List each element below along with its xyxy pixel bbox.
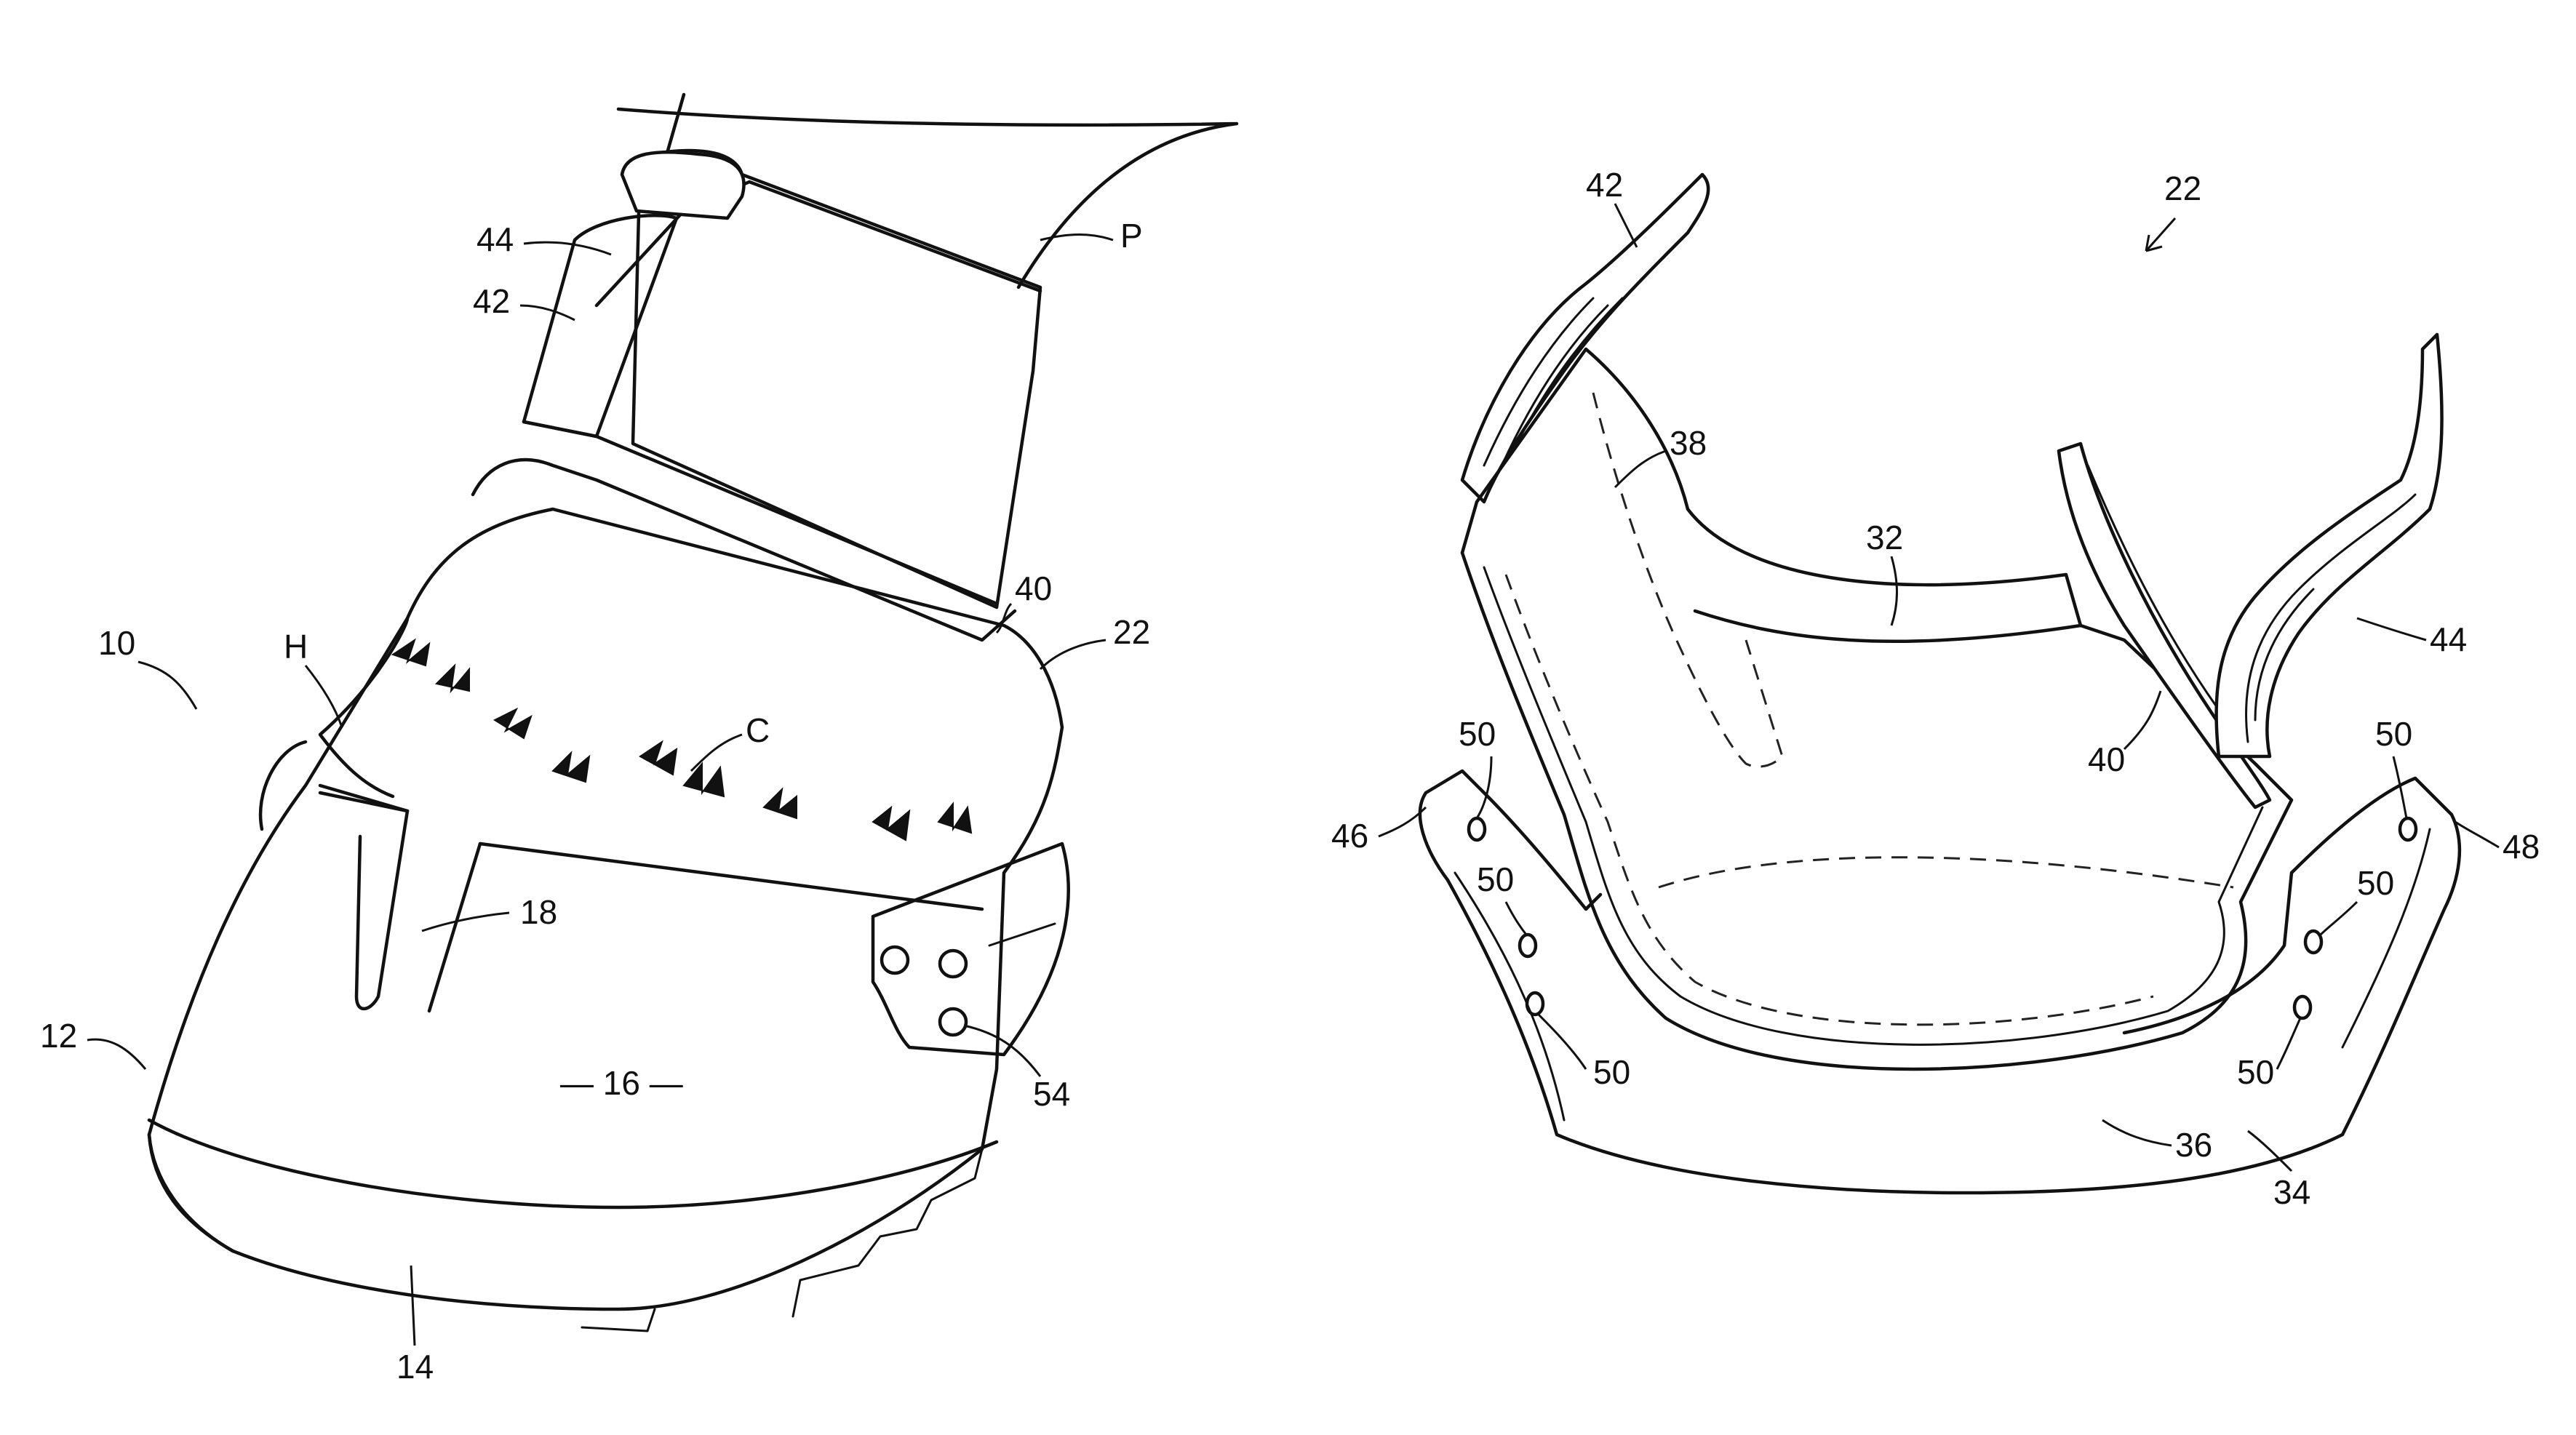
leader-coronet: [691, 735, 742, 771]
base-plate: [1420, 778, 2460, 1193]
leader-rim: [2102, 1120, 2172, 1146]
label-hole-d: 50: [2375, 715, 2412, 753]
label-inner-panel: 32: [1866, 519, 1903, 556]
hook-pad: [524, 215, 677, 436]
leader-right-wing: [2455, 822, 2499, 847]
sole-stitch: [1659, 858, 2233, 887]
label-hoof: H: [284, 628, 308, 665]
leader-hole-b: [1506, 902, 1526, 935]
label-hole-a: 50: [1459, 715, 1496, 753]
leader-sole: [411, 1266, 415, 1346]
leader-strap-loop-right: [1615, 204, 1637, 247]
leader-front: [87, 1039, 145, 1069]
leader-strap-right: [2357, 618, 2426, 640]
label-coronet: C: [746, 711, 770, 749]
label-assembly: 10: [98, 624, 135, 662]
label-gaiter-right: 22: [2164, 169, 2201, 207]
label-strap-right: 44: [2430, 620, 2467, 658]
rivet: [882, 947, 908, 973]
leader-strap-loop: [520, 305, 575, 320]
strap-right: [2217, 335, 2442, 756]
label-hole-f: 50: [2237, 1053, 2274, 1091]
sole-tread: [582, 1149, 982, 1331]
strap-loop-top: [622, 152, 744, 218]
label-left-wing: 46: [1331, 817, 1368, 855]
hole: [1520, 935, 1536, 956]
leader-hole-f: [2277, 1018, 2300, 1069]
side-plate-slot: [989, 924, 1055, 946]
hole: [2294, 996, 2310, 1018]
gaiter-exploded-figure: [1420, 175, 2460, 1193]
leader-collar-right: [2124, 691, 2161, 749]
label-base: 34: [2273, 1173, 2310, 1211]
leader-gaiter: [1040, 640, 1106, 669]
hole: [1469, 818, 1485, 840]
label-front-flap: 38: [1670, 424, 1707, 462]
front-slot: [320, 786, 480, 1011]
left-labels: 10 12 14 — 16 — 18 22 40 42 44 54 H C P: [40, 217, 1150, 1386]
label-hole-b: 50: [1477, 860, 1514, 898]
boot-assembly-figure: [149, 95, 1237, 1331]
strap-body: [633, 151, 1040, 607]
hole: [2400, 818, 2416, 840]
leader-hole-c: [1539, 1015, 1586, 1069]
label-collar-right: 40: [2088, 740, 2125, 778]
label-strap-loop: 42: [473, 282, 510, 320]
label-rim: 36: [2175, 1126, 2212, 1164]
label-hole-e: 50: [2357, 864, 2394, 902]
label-gaiter: 22: [1113, 613, 1150, 651]
hole: [1527, 993, 1543, 1015]
label-slot: 18: [520, 893, 557, 931]
shell-top-band: [320, 793, 982, 909]
hole: [2305, 931, 2321, 953]
rivet: [940, 1009, 966, 1035]
leader-hole-e: [2321, 902, 2357, 935]
gaiter-stitch-outer: [1506, 575, 2153, 1025]
label-body: — 16 —: [560, 1064, 683, 1102]
leader-front-flap: [1615, 451, 1666, 487]
front-flap: [1462, 349, 2081, 641]
label-fastener: 54: [1033, 1075, 1070, 1113]
label-strap: 44: [476, 220, 514, 258]
attachment-holes: [1469, 818, 2416, 1018]
label-right-wing: 48: [2503, 828, 2540, 866]
leader-slot: [422, 913, 509, 931]
coronet-hair: [393, 640, 971, 840]
label-hole-c: 50: [1593, 1053, 1630, 1091]
leader-inner-panel: [1891, 556, 1897, 625]
sole: [149, 1120, 997, 1251]
label-collar: 40: [1015, 569, 1052, 607]
label-strap-loop-right: 42: [1586, 166, 1623, 204]
rivet: [940, 951, 966, 977]
label-front: 12: [40, 1017, 77, 1055]
leader-strap: [524, 242, 611, 255]
label-pastern: P: [1120, 217, 1143, 255]
leader-assembly: [138, 662, 196, 709]
label-sole: 14: [396, 1348, 434, 1386]
